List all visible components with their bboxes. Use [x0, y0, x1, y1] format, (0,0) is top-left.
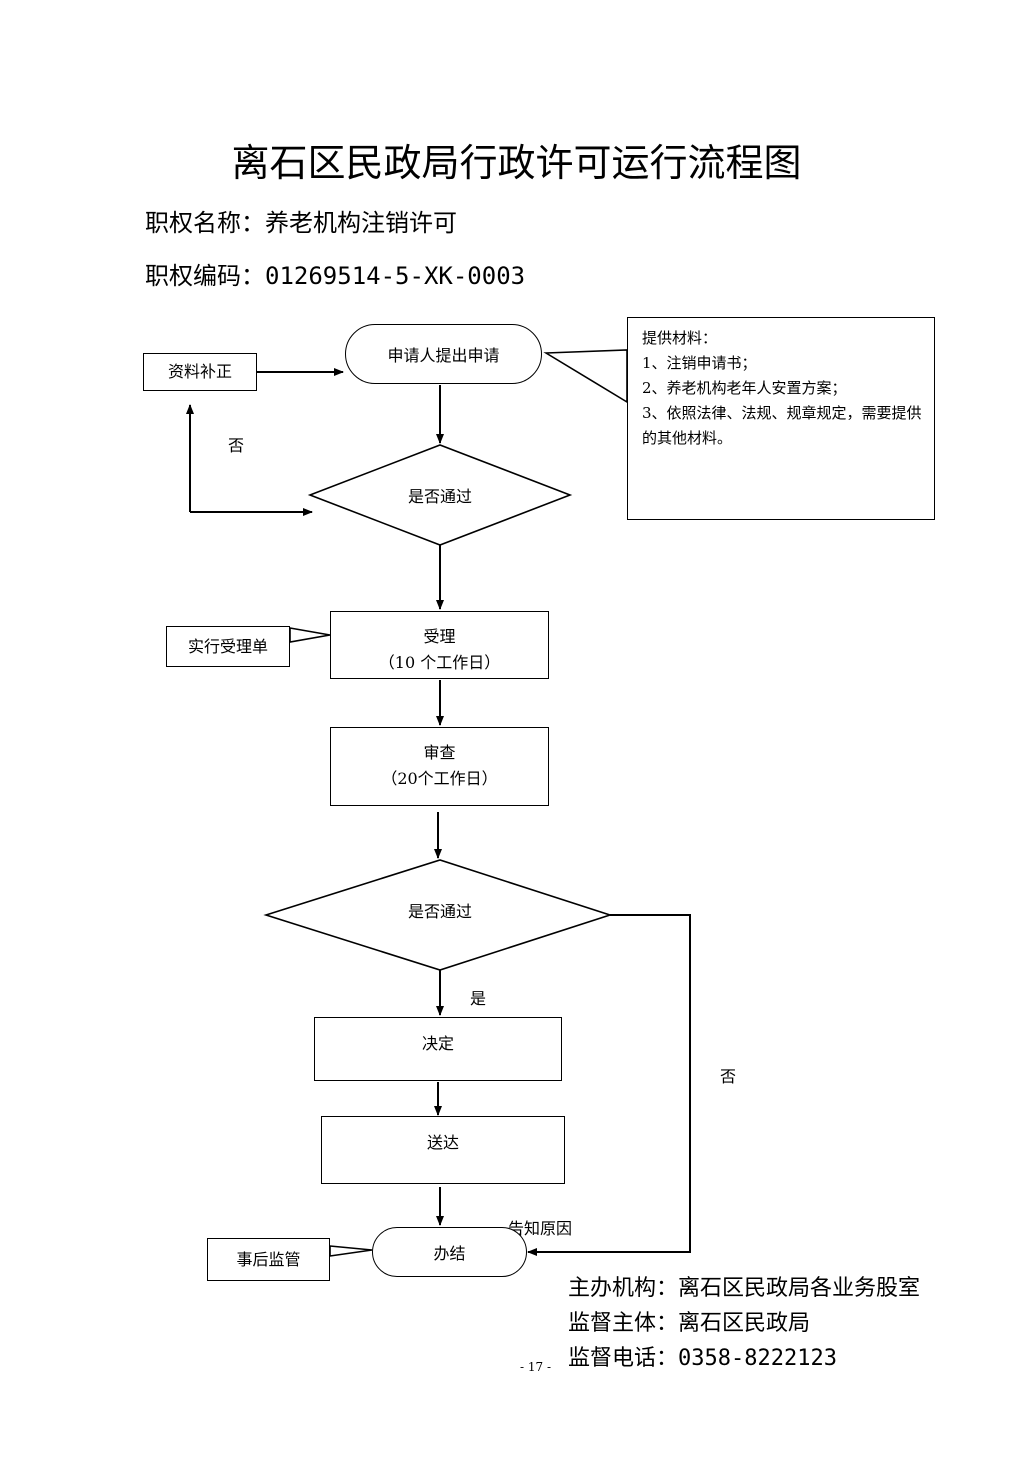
callout-materials	[543, 349, 628, 404]
page-number: - 17 -	[520, 1360, 552, 1374]
deliver-node: 送达	[321, 1116, 565, 1184]
supplement-node: 资料补正	[143, 353, 257, 391]
footer-org-value: 离石区民政局各业务股室	[678, 1276, 921, 1301]
materials-item: 2、养老机构老年人安置方案；	[642, 379, 847, 397]
review-node: 审查 （20个工作日）	[330, 727, 549, 806]
footer-sup: 监督主体：离石区民政局	[568, 1305, 810, 1337]
power-code-label: 职权编码：	[145, 262, 265, 290]
accept-node: 受理 （10 个工作日）	[330, 611, 549, 679]
materials-heading: 提供材料：	[642, 329, 718, 347]
power-name-value: 养老机构注销许可	[265, 209, 457, 237]
decide-node: 决定	[314, 1017, 562, 1081]
decision-check1	[307, 444, 573, 546]
arrow-check2-no-to-finish	[527, 914, 691, 1256]
apply-node: 申请人提出申请	[345, 324, 542, 384]
power-name-label: 职权名称：	[145, 209, 265, 237]
check2-label: 是否通过	[407, 902, 472, 921]
materials-item: 3、依照法律、法规、规章规定，需要提供的其他材料。	[642, 404, 922, 447]
accept-title: 受理	[423, 627, 456, 646]
footer-tel-label: 监督电话：	[568, 1346, 679, 1371]
label-no-2: 否	[720, 1067, 737, 1086]
label-no-1: 否	[228, 436, 245, 455]
footer-org: 主办机构：离石区民政局各业务股室	[568, 1270, 920, 1302]
footer-tel: 监督电话：0358-8222123	[568, 1340, 837, 1372]
callout-supervise	[329, 1245, 373, 1257]
accept-form-node: 实行受理单	[166, 626, 290, 667]
footer-sup-value: 离石区民政局	[678, 1311, 811, 1336]
label-yes: 是	[470, 989, 487, 1008]
materials-item: 1、注销申请书；	[642, 354, 757, 372]
power-code: 职权编码：01269514-5-XK-0003	[145, 256, 525, 291]
footer-sup-label: 监督主体：	[568, 1311, 679, 1336]
check1-label: 是否通过	[407, 487, 472, 506]
finish-node: 办结	[372, 1227, 527, 1277]
power-name: 职权名称：养老机构注销许可	[145, 203, 457, 238]
page-title: 离石区民政局行政许可运行流程图	[231, 141, 802, 185]
accept-time: （10 个工作日）	[378, 653, 501, 672]
callout-accept-form	[289, 627, 331, 643]
supervise-node: 事后监管	[207, 1238, 330, 1281]
power-code-value: 01269514-5-XK-0003	[265, 262, 526, 290]
decision-check2	[263, 859, 613, 971]
review-time: （20个工作日）	[381, 769, 498, 788]
footer-tel-value: 0358-8222123	[678, 1346, 837, 1371]
review-title: 审查	[423, 743, 456, 762]
label-notify: 告知原因	[508, 1219, 573, 1238]
footer-org-label: 主办机构：	[568, 1276, 679, 1301]
materials-box: 提供材料： 1、注销申请书； 2、养老机构老年人安置方案； 3、依照法律、法规、…	[627, 317, 935, 520]
